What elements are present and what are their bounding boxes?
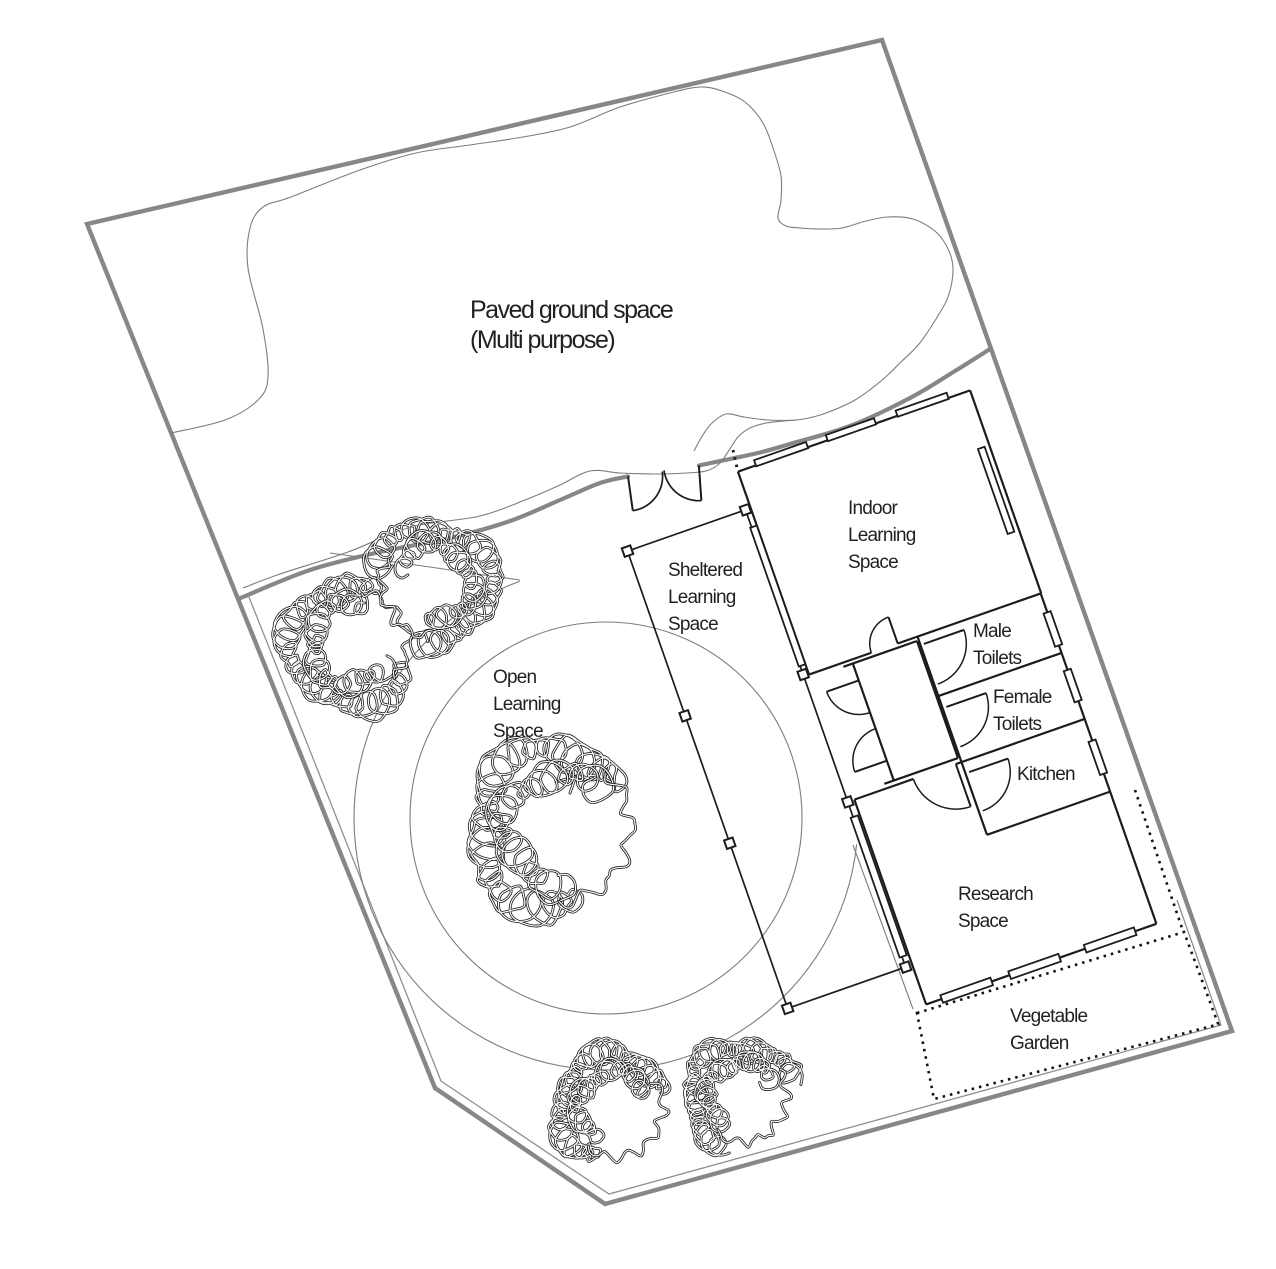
- svg-text:Vegetable: Vegetable: [1010, 1006, 1088, 1027]
- svg-text:(Multi purpose): (Multi purpose): [470, 326, 614, 354]
- svg-text:Space: Space: [958, 911, 1008, 932]
- svg-text:Learning: Learning: [848, 525, 916, 546]
- svg-text:Research: Research: [958, 884, 1033, 905]
- svg-text:Kitchen: Kitchen: [1017, 764, 1075, 785]
- svg-text:Indoor: Indoor: [848, 498, 899, 519]
- svg-text:Paved ground space: Paved ground space: [470, 296, 673, 324]
- svg-text:Learning: Learning: [493, 694, 561, 715]
- svg-text:Space: Space: [848, 552, 898, 573]
- svg-text:Garden: Garden: [1010, 1033, 1069, 1054]
- svg-text:Female: Female: [993, 687, 1052, 708]
- svg-text:Sheltered: Sheltered: [668, 560, 742, 581]
- svg-text:Toilets: Toilets: [973, 648, 1022, 669]
- svg-text:Toilets: Toilets: [993, 714, 1042, 735]
- svg-text:Space: Space: [668, 614, 718, 635]
- svg-text:Learning: Learning: [668, 587, 736, 608]
- svg-text:Space: Space: [493, 721, 543, 742]
- svg-text:Male: Male: [973, 621, 1011, 642]
- svg-text:Open: Open: [493, 667, 537, 688]
